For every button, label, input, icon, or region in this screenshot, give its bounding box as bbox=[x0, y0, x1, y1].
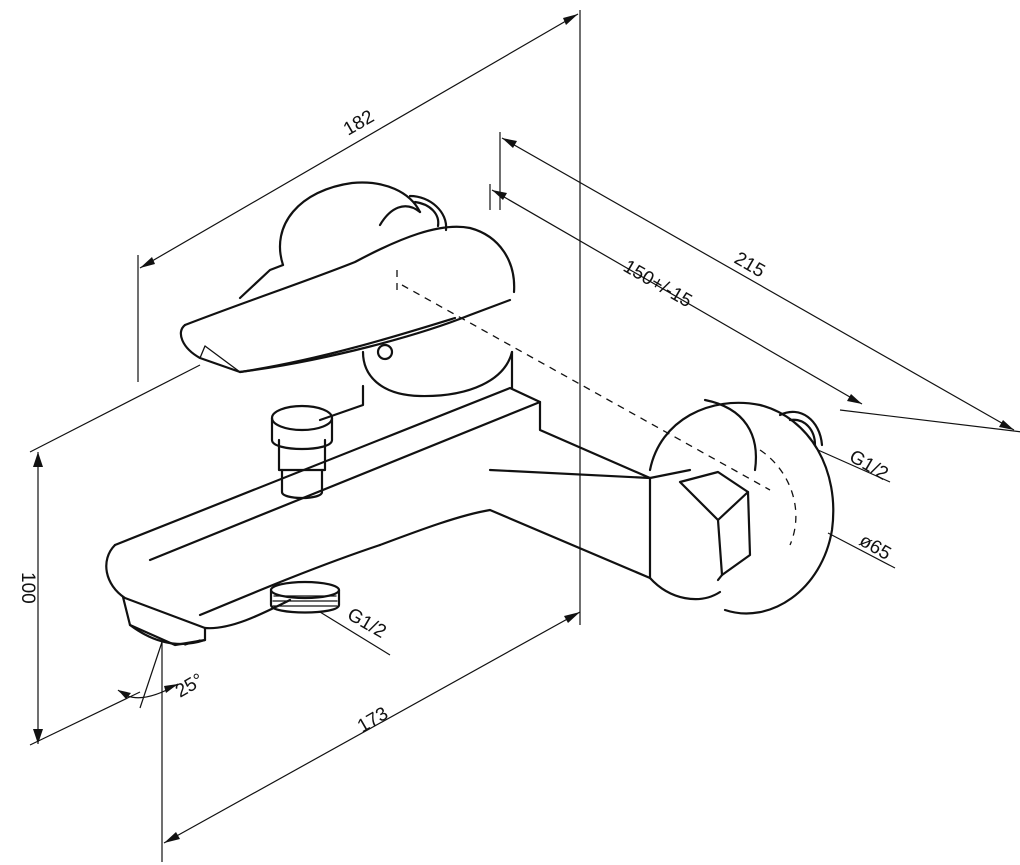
escutcheon-right bbox=[648, 398, 835, 615]
dimension-182 bbox=[139, 13, 579, 269]
label-150: 150+/-15 bbox=[620, 256, 696, 312]
diverter-knob bbox=[270, 404, 334, 500]
extension-lines bbox=[29, 10, 1020, 862]
dimension-angle-25 bbox=[117, 641, 179, 709]
label-d65: ø65 bbox=[856, 530, 895, 565]
leader-lines bbox=[319, 449, 896, 656]
dimension-150 bbox=[491, 189, 863, 405]
label-215: 215 bbox=[731, 248, 769, 282]
label-100: 100 bbox=[17, 572, 38, 604]
label-25deg: 25° bbox=[172, 670, 207, 703]
dimension-100 bbox=[33, 452, 43, 744]
dimension-215 bbox=[501, 137, 1015, 431]
label-182: 182 bbox=[340, 106, 378, 140]
outlet-thread-bottom bbox=[269, 580, 341, 614]
dimension-173 bbox=[163, 611, 581, 844]
lever-handle bbox=[179, 181, 771, 491]
label-g12-outlet: G1/2 bbox=[344, 604, 390, 643]
label-173: 173 bbox=[354, 703, 392, 737]
body-main bbox=[105, 350, 722, 647]
